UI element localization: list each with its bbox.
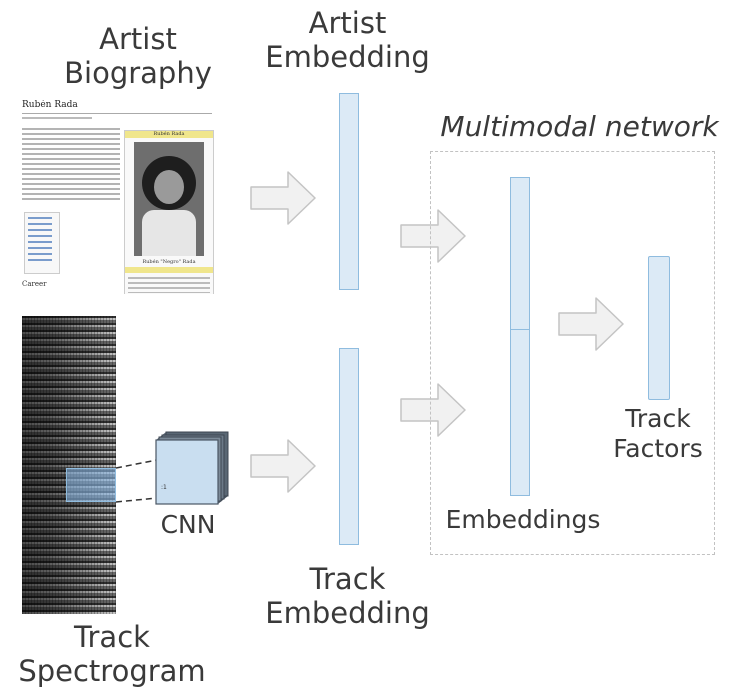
track-embedding-label-line2: Embedding (265, 596, 430, 631)
arrow-cnn-to-track-embedding (250, 439, 316, 493)
wiki-infobox-band (125, 267, 213, 273)
artist-biography-label-line1: Artist (99, 22, 177, 56)
embeddings-bar-artist-part (510, 177, 530, 330)
arrow-artist-embedding-to-network (400, 209, 466, 263)
wiki-title-rule (22, 113, 212, 114)
artist-biography-label-line2: Biography (64, 56, 212, 91)
track-spectrogram-image (22, 316, 116, 614)
wiki-contents-box (24, 212, 60, 274)
wiki-infobox-rows (128, 277, 210, 293)
arrow-track-embedding-to-network (400, 383, 466, 437)
wiki-subtitle-line (22, 117, 92, 119)
cnn-label: CNN (160, 510, 216, 539)
track-embedding-label: Track Embedding (240, 562, 455, 630)
track-spectrogram-label-line1: Track (74, 620, 150, 654)
wiki-infobox: Rubén Rada Rubén "Negro" Rada (124, 130, 214, 294)
wiki-section-heading: Career (22, 280, 47, 288)
multimodal-network-label: Multimodal network (440, 110, 719, 143)
arrow-bio-to-artist-embedding (250, 171, 316, 225)
artist-embedding-label-line2: Embedding (265, 40, 430, 75)
arrow-embeddings-to-track-factors (558, 297, 624, 351)
artist-embedding-label-line1: Artist (308, 6, 387, 40)
wiki-body-text (22, 128, 120, 203)
wikipedia-article-thumbnail: Rubén Rada Career Rubén Rada Rubén "Negr… (20, 100, 216, 294)
track-embedding-label-line1: Track (309, 562, 386, 596)
track-factors-bar (648, 256, 670, 400)
embeddings-label: Embeddings (445, 505, 601, 534)
artist-embedding-label: Artist Embedding (240, 6, 455, 74)
track-factors-label-line1: Track (625, 404, 691, 433)
wiki-photo-caption: Rubén "Negro" Rada (142, 259, 196, 265)
svg-text::1: :1 (161, 484, 167, 491)
track-spectrogram-label: Track Spectrogram (0, 620, 224, 688)
wiki-article-title: Rubén Rada (22, 100, 78, 110)
wiki-photo (134, 142, 204, 256)
track-spectrogram-label-line2: Spectrogram (18, 654, 206, 689)
artist-embedding-bar (339, 93, 359, 290)
track-embedding-bar (339, 348, 359, 545)
cnn-cube-icon: :1 (155, 431, 229, 505)
embeddings-bar-track-part (510, 329, 530, 496)
track-factors-label: Track Factors (596, 404, 720, 463)
wiki-infobox-header: Rubén Rada (125, 131, 213, 138)
track-factors-label-line2: Factors (613, 433, 703, 463)
multimodal-network-box (430, 151, 715, 555)
spectrogram-window (66, 468, 116, 502)
artist-biography-label: Artist Biography (38, 22, 238, 90)
